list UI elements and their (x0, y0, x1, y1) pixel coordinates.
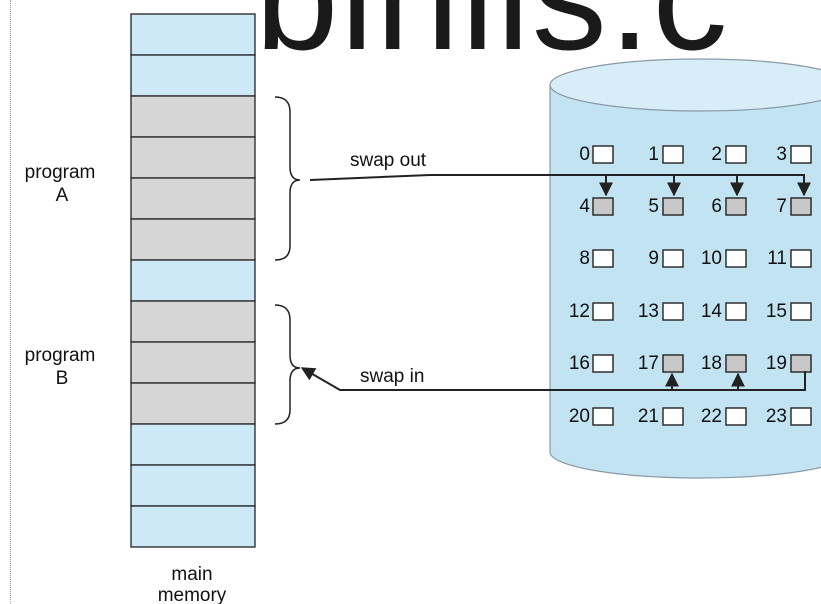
program-b-label-line1: program (25, 345, 96, 366)
main-memory-label-line2: memory (158, 585, 227, 604)
disk-block-free (592, 302, 614, 321)
disk-block-label: 15 (766, 301, 787, 322)
memory-block-free (130, 13, 256, 56)
disk-block-label: 14 (701, 301, 723, 322)
disk-block-free (725, 407, 747, 426)
disk-block-label: 3 (776, 144, 787, 165)
disk-block-free (592, 249, 614, 268)
disk-block-label: 17 (638, 353, 659, 374)
disk-block-label: 0 (579, 144, 590, 165)
disk-block-label: 9 (648, 248, 659, 269)
disk-block-label: 19 (766, 353, 787, 374)
memory-block-free (130, 464, 256, 507)
swap-out-arrow (309, 174, 805, 181)
disk-block-label: 18 (701, 353, 722, 374)
disk-block-label: 1 (648, 144, 659, 165)
memory-block-program-a (130, 136, 256, 179)
disk-block-label: 8 (579, 248, 590, 269)
disk-block-used (790, 197, 812, 216)
disk-block-free (662, 407, 684, 426)
disk-body (549, 84, 821, 479)
disk-block-free (790, 407, 812, 426)
disk-block-label: 22 (701, 406, 722, 427)
program-b-brace (274, 304, 301, 425)
disk-block-label: 10 (701, 248, 722, 269)
memory-block-program-b (130, 300, 256, 343)
disk-top (549, 58, 821, 112)
disk-block-used (725, 197, 747, 216)
main-memory-label-line1: main (171, 564, 212, 585)
disk-block-label: 16 (569, 353, 590, 374)
swap-in-branches (665, 372, 745, 390)
disk-block-free (725, 249, 747, 268)
disk-block-label: 6 (711, 196, 722, 217)
disk-block-label: 11 (767, 248, 787, 269)
swap-out-label: swap out (350, 150, 427, 171)
memory-block-program-a (130, 177, 256, 220)
program-a-label-line1: program (25, 162, 96, 183)
swap-in-label: swap in (360, 366, 424, 387)
memory-block-free (130, 505, 256, 548)
page-edge (10, 0, 11, 604)
backing-store-disk (549, 58, 821, 479)
disk-block-free (790, 302, 812, 321)
program-a-brace (274, 96, 301, 261)
disk-block-used (662, 354, 684, 373)
swap-in-arrow (300, 367, 806, 391)
disk-block-used (592, 197, 614, 216)
disk-block-label: 13 (638, 301, 659, 322)
disk-block-free (725, 145, 747, 164)
swap-out-branches (599, 175, 811, 197)
disk-block-label: 7 (776, 196, 787, 217)
disk-block-label: 5 (648, 196, 659, 217)
disk-block-label: 4 (579, 196, 590, 217)
memory-block-free (130, 259, 256, 302)
disk-block-label: 20 (569, 406, 590, 427)
memory-block-free (130, 54, 256, 97)
disk-block-used (662, 197, 684, 216)
disk-block-free (725, 302, 747, 321)
program-a-label-line2: A (56, 185, 69, 206)
memory-block-free (130, 423, 256, 466)
memory-block-program-a (130, 218, 256, 261)
memory-block-program-b (130, 341, 256, 384)
disk-block-used (725, 354, 747, 373)
disk-block-label: 21 (638, 406, 659, 427)
disk-block-used (790, 354, 812, 373)
disk-block-free (662, 302, 684, 321)
disk-block-free (662, 249, 684, 268)
disk-block-free (790, 145, 812, 164)
disk-block-free (790, 249, 812, 268)
disk-block-label: 23 (766, 406, 787, 427)
program-b-label-line2: B (56, 368, 69, 389)
memory-block-program-a (130, 95, 256, 138)
main-memory (130, 13, 256, 548)
disk-block-label: 2 (711, 144, 722, 165)
disk-block-label: 12 (569, 301, 590, 322)
disk-block-free (592, 354, 614, 373)
disk-block-free (592, 407, 614, 426)
memory-block-program-b (130, 382, 256, 425)
disk-block-free (662, 145, 684, 164)
watermark-logo: binils.c (255, 0, 730, 72)
disk-block-free (592, 145, 614, 164)
